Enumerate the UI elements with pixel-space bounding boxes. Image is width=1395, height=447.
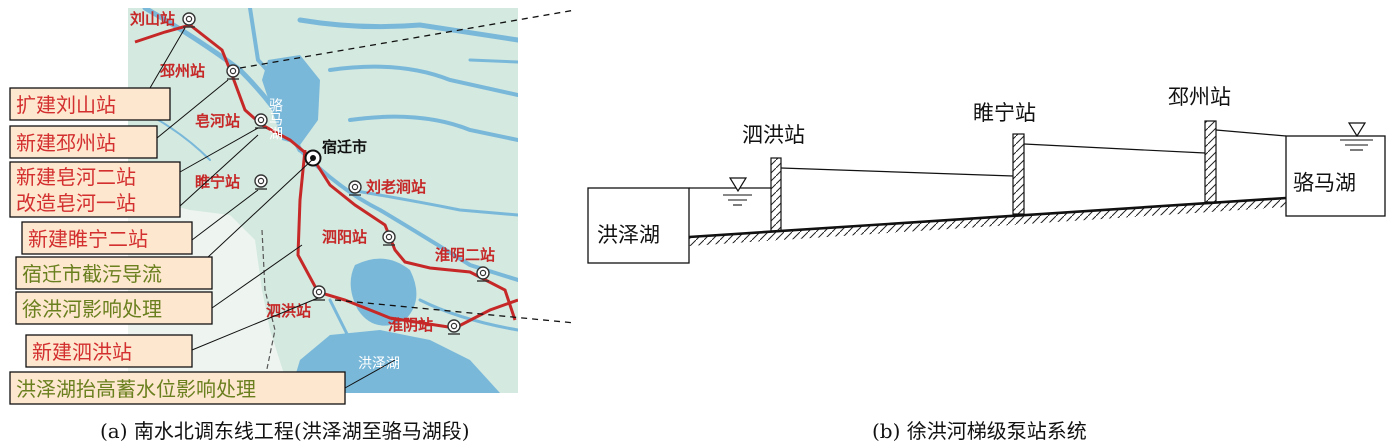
zoom-line-bottom (334, 299, 576, 324)
luoma-lake-label-b: 骆马湖 (1293, 171, 1356, 195)
station-sihong-label: 泗洪站 (742, 123, 805, 147)
water-level-icon (728, 177, 748, 193)
suining-station-dam (1012, 133, 1025, 215)
station-label: 睢宁站 (195, 173, 240, 191)
station-label: 邳州站 (159, 62, 205, 80)
station-label: 刘山站 (130, 10, 175, 28)
border-line (261, 229, 276, 393)
route-main (134, 23, 517, 321)
ground-line (688, 196, 1287, 239)
callout-expand-liushan: 扩建刘山站 (16, 93, 116, 117)
ground-hatch (689, 198, 1286, 246)
callout-box (9, 161, 181, 218)
station-label: 皂河站 (195, 112, 240, 130)
callout-new-suining2: 新建睢宁二站 (28, 227, 148, 251)
station-label: 淮阴二站 (435, 246, 495, 264)
callout-box (9, 371, 346, 405)
callout-box (9, 125, 158, 159)
station-label: 刘老涧站 (366, 178, 426, 196)
water-level-icon (1347, 122, 1367, 138)
callout-new-zaohe2: 新建皂河二站 (16, 165, 136, 189)
hongze-lake-label: 洪泽湖 (358, 356, 400, 372)
callout-box (21, 221, 193, 255)
caption-a: (a) 南水北调东线工程(洪泽湖至骆马湖段) (100, 419, 470, 443)
pizhou-station-dam (1204, 120, 1217, 203)
station-label: 淮阴站 (388, 316, 433, 334)
station-suining-label: 睢宁站 (973, 101, 1036, 125)
callout-upgrade-zaohe1: 改造皂河一站 (16, 191, 136, 215)
callout-hongze-raise: 洪泽湖抬高蓄水位影响处理 (16, 377, 256, 401)
callout-xuhong-impact: 徐洪河影响处理 (22, 297, 162, 321)
callout-box (9, 87, 171, 121)
callout-box (25, 334, 193, 368)
station-label: 泗阳站 (322, 228, 367, 246)
callout-new-sihong: 新建泗洪站 (32, 340, 132, 364)
station-pizhou-label: 邳州站 (1168, 85, 1231, 109)
map-panel: 刘山站 邳州站 皂河站 睢宁站 刘老涧站 泗阳站 淮阴二站 泗洪站 淮阴站 宿迁… (128, 8, 518, 393)
callout-box (15, 256, 213, 290)
hongze-lake-label-b: 洪泽湖 (597, 223, 660, 247)
luoma-lake-shape (262, 55, 320, 145)
luoma-lake-box (1285, 135, 1386, 217)
station-label: 泗洪站 (266, 302, 311, 320)
city-label: 宿迁市 (322, 138, 367, 156)
sihong-station-dam (770, 157, 782, 232)
callout-suqian-sewage: 宿迁市截污导流 (22, 262, 162, 286)
hongze-lake-box (587, 187, 690, 264)
callout-new-pizhou: 新建邳州站 (16, 131, 116, 155)
callout-leaders (149, 27, 396, 389)
caption-b: (b) 徐洪河梯级泵站系统 (872, 419, 1087, 443)
luoma-lake-label: 骆马湖 (267, 98, 283, 141)
callouts: 扩建刘山站 新建邳州站 新建皂河二站 改造皂河一站 新建睢宁二站 宿迁市截污导流… (9, 87, 346, 405)
callout-box (15, 291, 213, 325)
profile-panel: 洪泽湖 骆马湖 泗洪站 睢宁站 邳州站 (587, 85, 1386, 264)
map-stations: 刘山站 邳州站 皂河站 睢宁站 刘老涧站 泗阳站 淮阴二站 泗洪站 淮阴站 (130, 10, 495, 335)
zoom-line-top (239, 9, 576, 69)
route-huaiyin (454, 298, 518, 330)
